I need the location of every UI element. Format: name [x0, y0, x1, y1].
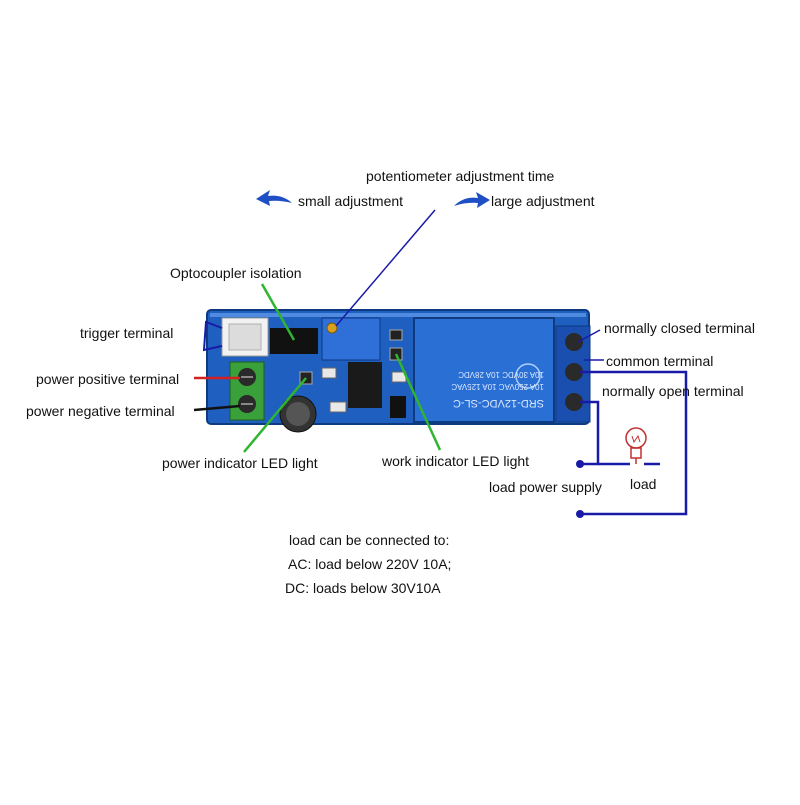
normally-open-label: normally open terminal — [602, 383, 744, 399]
leader-normally-closed — [577, 329, 601, 343]
lamp-icon — [625, 427, 647, 464]
leader-power-led — [243, 377, 307, 453]
power-negative-label: power negative terminal — [26, 403, 175, 419]
no-wire — [580, 400, 600, 466]
large-adjustment-label: large adjustment — [491, 193, 595, 209]
supply-terminal-bottom — [576, 510, 584, 518]
ic-chip — [348, 362, 382, 408]
trigger-terminal-label: trigger terminal — [80, 325, 174, 341]
leader-optocoupler — [260, 283, 296, 341]
relay-rating-line2: 10A 30VDC 10A 28VDC — [458, 370, 544, 379]
smd-resistor — [321, 367, 337, 379]
note-line-1: load can be connected to: — [289, 532, 450, 548]
note-line-3: DC: loads below 30V10A — [285, 580, 441, 596]
normally-closed-label: normally closed terminal — [604, 320, 755, 336]
power-led-label: power indicator LED light — [162, 455, 318, 471]
com-screw — [565, 363, 583, 381]
nc-screw — [565, 333, 583, 351]
supply-terminal-top — [576, 460, 584, 468]
relay-model-text: SRD-12VDC-SL-C — [453, 397, 544, 409]
small-adjustment-arrow-icon — [256, 190, 292, 206]
potentiometer-label: potentiometer adjustment time — [366, 168, 555, 184]
work-led-label: work indicator LED light — [382, 453, 530, 469]
leader-work-led — [394, 353, 442, 451]
capacitor-top — [286, 402, 310, 426]
ce-mark-icon — [515, 363, 541, 389]
small-adjustment-label: small adjustment — [298, 193, 404, 209]
power-negative-wire — [193, 404, 241, 412]
large-adjustment-arrow-icon — [454, 192, 490, 208]
diode — [390, 396, 406, 418]
optocoupler-label: Optocoupler isolation — [170, 265, 302, 281]
leader-potentiometer — [335, 209, 436, 327]
note-line-2: AC: load below 220V 10A; — [288, 556, 452, 572]
load-label: load — [630, 476, 657, 492]
led-marker — [389, 329, 403, 341]
common-terminal-label: common terminal — [606, 353, 714, 369]
trigger-connector-inner — [228, 323, 262, 351]
power-positive-label: power positive terminal — [36, 371, 180, 387]
relay-body — [413, 317, 555, 423]
trigger-wire — [202, 320, 223, 352]
optocoupler-chip — [270, 328, 318, 354]
potentiometer-screw — [326, 322, 338, 334]
com-wire — [580, 370, 688, 516]
pcb-board-highlight — [210, 313, 586, 317]
smd-resistor — [329, 401, 347, 413]
load-power-supply-label: load power supply — [489, 479, 602, 495]
relay-rating-line1: 10A 250VAC 10A 125VAC — [451, 382, 544, 391]
no-screw — [565, 393, 583, 411]
